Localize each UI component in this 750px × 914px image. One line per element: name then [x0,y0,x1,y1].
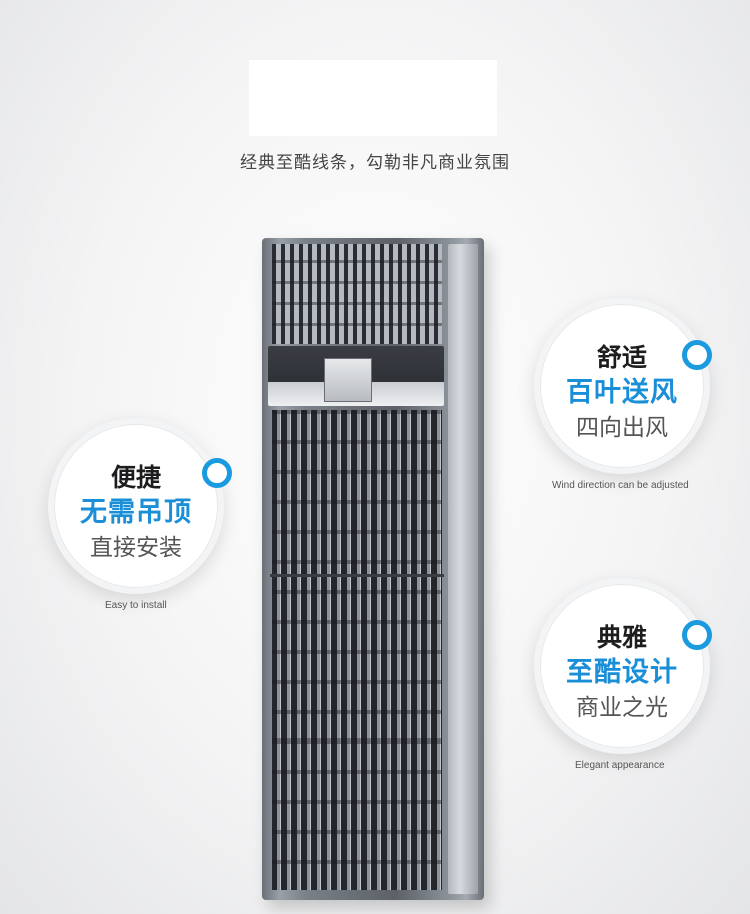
feature-badge-design: 典雅 至酷设计 商业之光 [534,578,710,754]
ring-icon [682,620,712,650]
tagline: 经典至酷线条，勾勒非凡商业氛围 [240,153,510,173]
badge-subtitle: 直接安装 [90,535,182,561]
front-air-grille [272,410,442,890]
top-air-grille [272,244,442,344]
title-placeholder-box [249,60,497,136]
feature-badge-install: 便捷 无需吊顶 直接安装 [48,418,224,594]
badge-title: 典雅 [596,623,647,652]
badge-subtitle: 商业之光 [576,695,668,721]
panel-seam [270,574,444,577]
badge-highlight: 至酷设计 [566,657,678,688]
feature-badge-airflow: 舒适 百叶送风 四向出风 [534,298,710,474]
control-display [324,358,372,402]
ring-icon [202,458,232,488]
badge-highlight: 无需吊顶 [80,497,192,528]
feature-caption-design: Elegant appearance [575,760,665,771]
badge-subtitle: 四向出风 [576,415,668,441]
feature-caption-install: Easy to install [105,600,167,611]
ring-icon [682,340,712,370]
badge-title: 便捷 [110,463,161,492]
badge-title: 舒适 [596,343,647,372]
feature-caption-airflow: Wind direction can be adjusted [552,480,689,491]
control-panel [268,346,444,406]
unit-side-panel [448,244,478,894]
badge-highlight: 百叶送风 [566,377,678,408]
air-conditioner-unit [262,238,484,900]
